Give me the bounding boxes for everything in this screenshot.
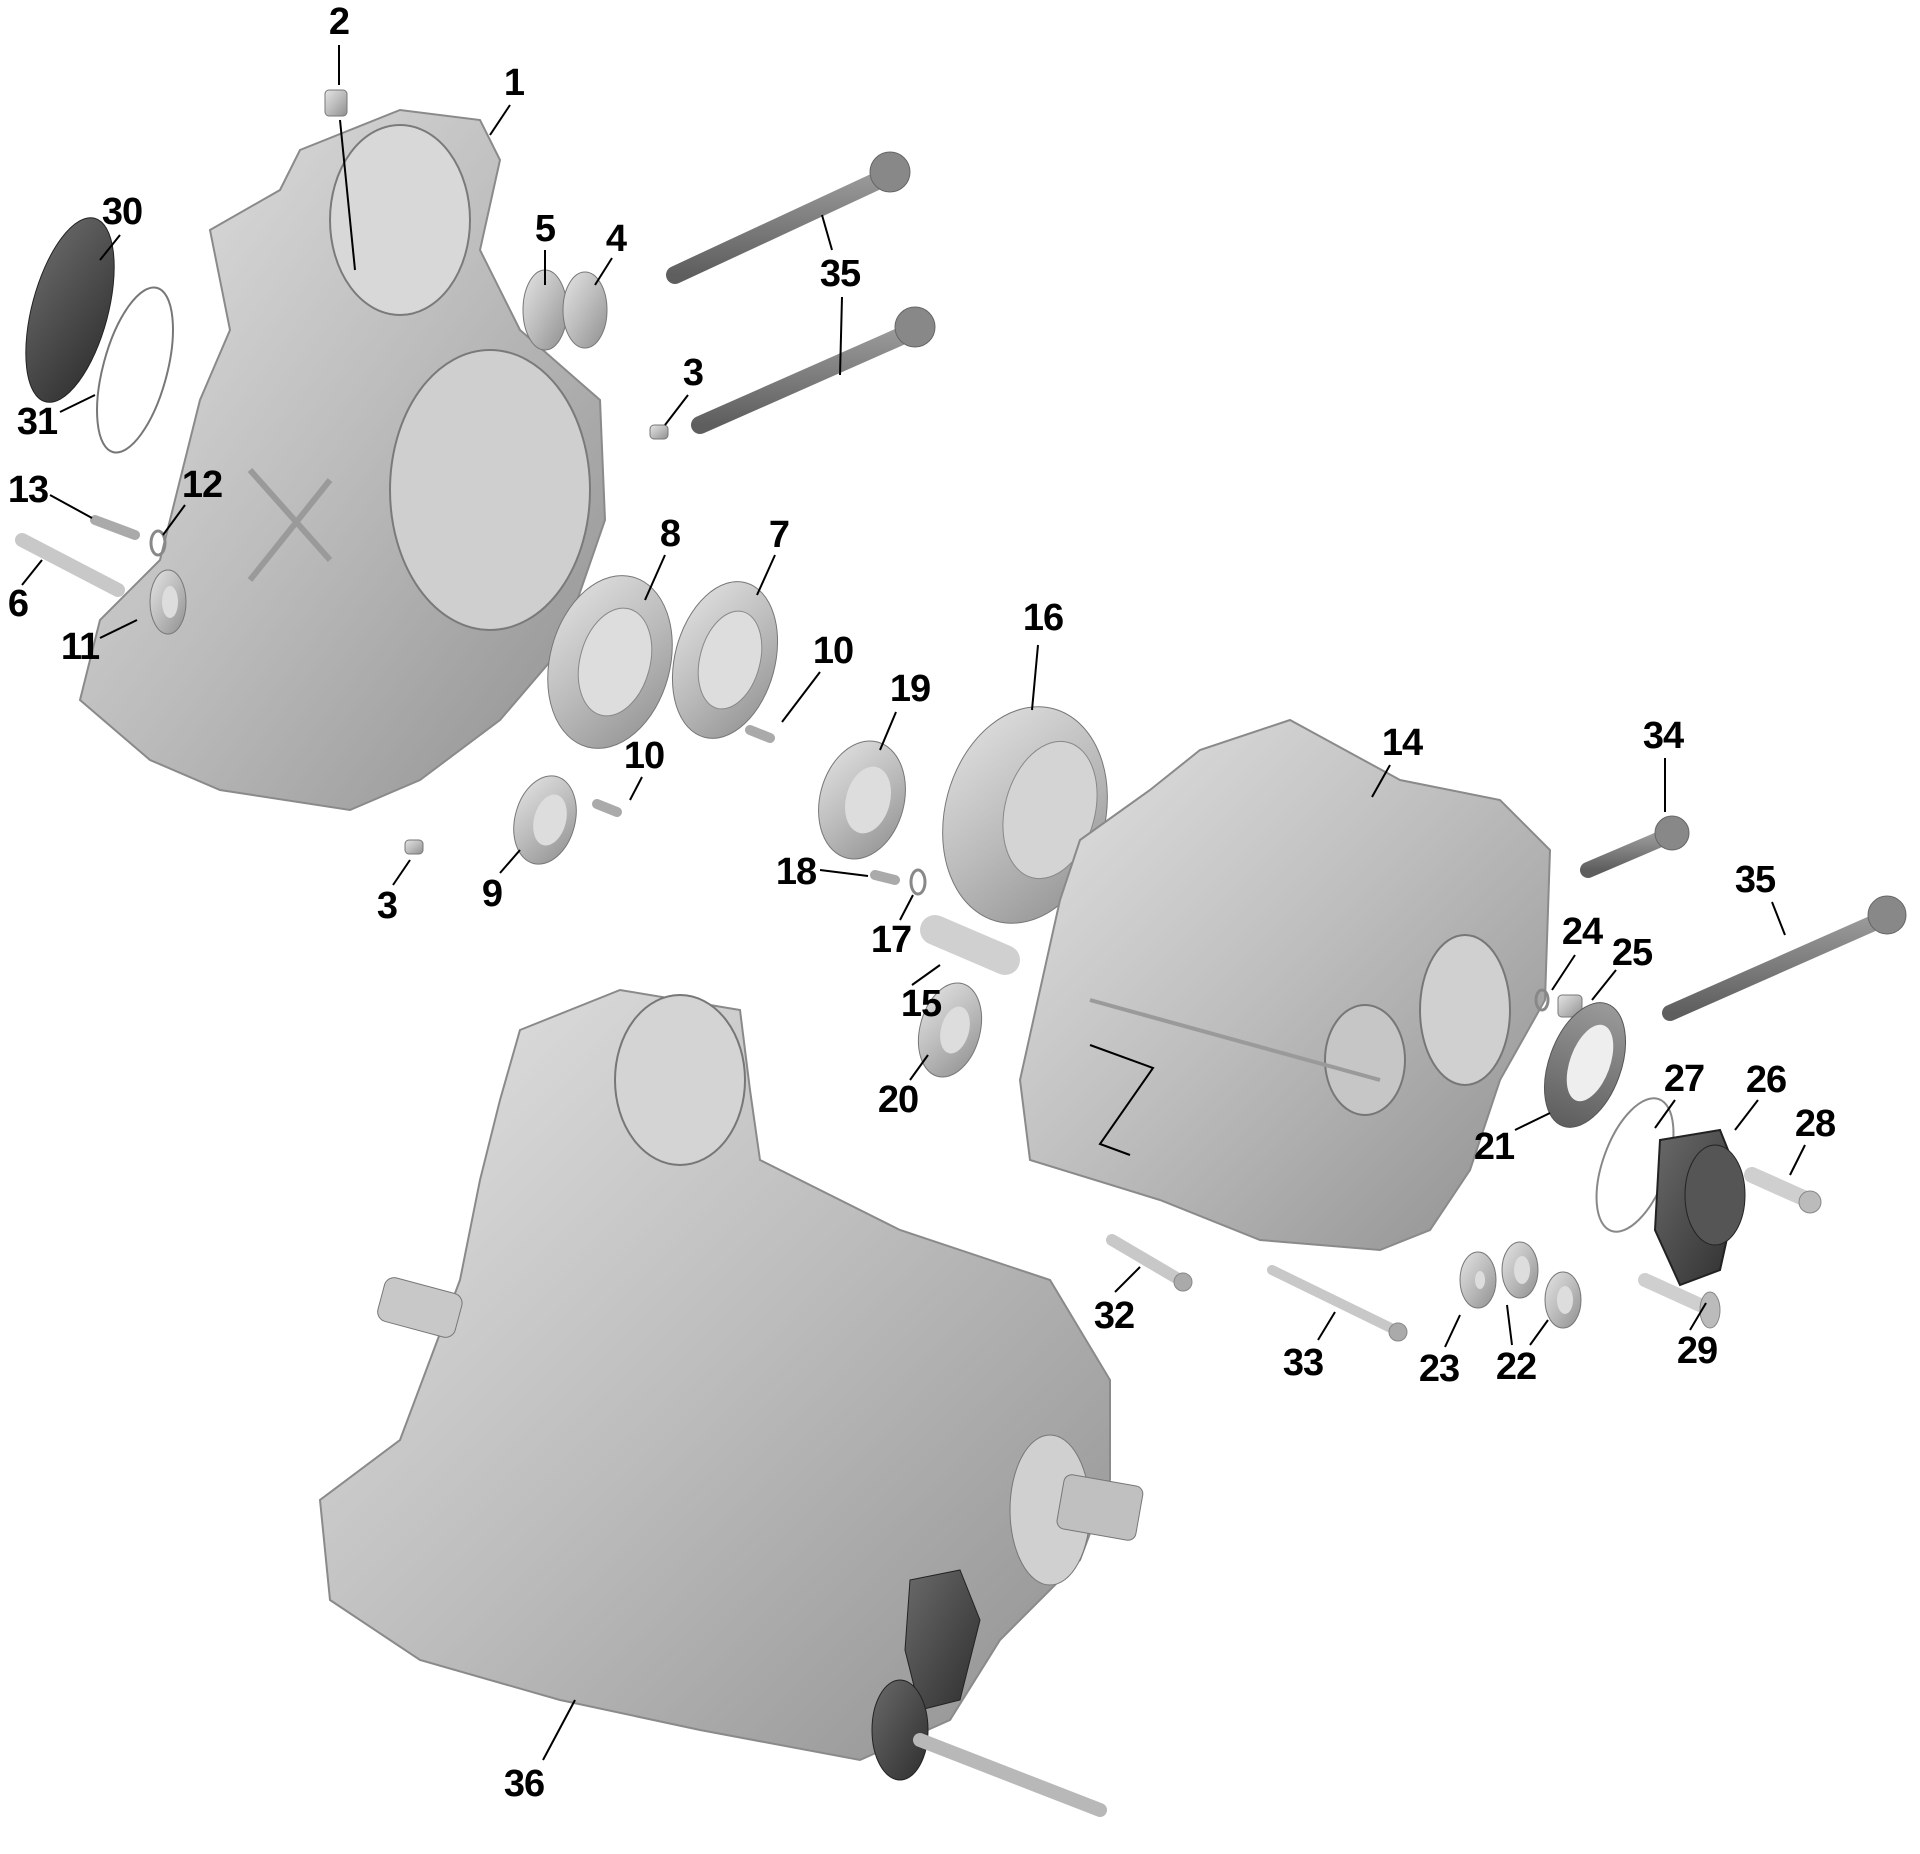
callout-35: 35 xyxy=(1734,859,1776,901)
callout-2: 2 xyxy=(328,1,350,43)
washer-part-12 xyxy=(149,504,186,557)
cover-part-30 xyxy=(25,217,121,403)
callout-6: 6 xyxy=(7,583,29,625)
screw-part-29 xyxy=(1638,1273,1721,1331)
plug-part-2 xyxy=(324,45,356,271)
bearing-part-9 xyxy=(499,775,577,874)
callout-9: 9 xyxy=(481,873,503,915)
callout-4: 4 xyxy=(605,218,627,260)
callout-5: 5 xyxy=(534,208,556,250)
dowel-part-3-upper xyxy=(649,394,689,440)
bolt-part-28 xyxy=(1744,1144,1822,1214)
callout-30: 30 xyxy=(101,191,143,233)
callout-17: 17 xyxy=(870,919,912,961)
bushing-part-22-b xyxy=(1529,1271,1582,1346)
washer-part-24 xyxy=(1534,954,1576,1012)
callout-27: 27 xyxy=(1663,1058,1705,1100)
bolt-part-35-lower xyxy=(691,296,936,434)
screw-part-10-upper xyxy=(745,671,821,743)
bolt-part-35-right xyxy=(1662,895,1907,1021)
callout-23: 23 xyxy=(1418,1348,1460,1390)
callout-14: 14 xyxy=(1381,722,1423,764)
screw-part-18 xyxy=(819,869,900,885)
callout-8: 8 xyxy=(659,513,681,555)
callout-28: 28 xyxy=(1794,1103,1836,1145)
callout-13: 13 xyxy=(7,469,49,511)
bushing-part-4 xyxy=(562,257,613,349)
seal-part-21 xyxy=(1514,1002,1626,1131)
screw-part-10-lower xyxy=(592,776,643,817)
bearing-cover-part-26 xyxy=(1653,1099,1759,1287)
callout-21: 21 xyxy=(1473,1126,1515,1168)
callout-26: 26 xyxy=(1745,1059,1787,1101)
bearing-part-19 xyxy=(818,711,906,860)
callout-3: 3 xyxy=(376,885,398,927)
callout-19: 19 xyxy=(889,668,931,710)
callout-3: 3 xyxy=(682,352,704,394)
callout-10: 10 xyxy=(623,735,665,777)
left-housing-part-1 xyxy=(78,108,607,812)
washer-part-17 xyxy=(899,868,927,921)
callout-34: 34 xyxy=(1642,715,1684,757)
callout-22: 22 xyxy=(1495,1346,1537,1388)
callout-29: 29 xyxy=(1676,1330,1718,1372)
callout-7: 7 xyxy=(768,514,790,556)
leader-32-bracket xyxy=(1089,1044,1155,1156)
callout-16: 16 xyxy=(1022,597,1064,639)
callout-11: 11 xyxy=(60,626,100,668)
bushing-part-22-a xyxy=(1501,1241,1539,1346)
callout-31: 31 xyxy=(16,401,58,443)
callout-18: 18 xyxy=(775,851,817,893)
bolt-part-34 xyxy=(1580,758,1690,878)
sleeve-part-15 xyxy=(911,915,1020,986)
fitting-part-25 xyxy=(1557,969,1617,1018)
bearing-part-20 xyxy=(909,982,983,1081)
bushing-part-23 xyxy=(1444,1251,1497,1348)
callout-10: 10 xyxy=(812,630,854,672)
callout-12: 12 xyxy=(181,464,223,506)
bearing-part-8 xyxy=(547,554,673,749)
callout-33: 33 xyxy=(1282,1342,1324,1384)
callout-32: 32 xyxy=(1093,1295,1135,1337)
assembled-gearbox-part-36 xyxy=(318,988,1144,1817)
screw-part-13 xyxy=(49,494,140,540)
bearing-part-7 xyxy=(671,554,779,739)
bolt-part-35-upper xyxy=(666,151,911,284)
bolt-part-33 xyxy=(1267,1265,1408,1342)
bolt-part-32 xyxy=(1106,1234,1193,1293)
callout-25: 25 xyxy=(1611,932,1653,974)
bearing-part-16 xyxy=(942,644,1108,924)
right-housing-part-14 xyxy=(1018,718,1552,1252)
bearing-part-11 xyxy=(99,569,187,639)
callout-36: 36 xyxy=(503,1763,545,1805)
pin-part-6 xyxy=(15,533,125,597)
callout-35: 35 xyxy=(819,253,861,295)
bushing-part-5 xyxy=(522,250,568,351)
callout-24: 24 xyxy=(1561,911,1603,953)
o-ring-part-31 xyxy=(59,286,174,454)
callout-1: 1 xyxy=(503,62,525,104)
leader-1 xyxy=(489,104,511,136)
callout-20: 20 xyxy=(877,1079,919,1121)
callout-15: 15 xyxy=(900,983,942,1025)
dowel-part-3-lower xyxy=(392,839,424,886)
